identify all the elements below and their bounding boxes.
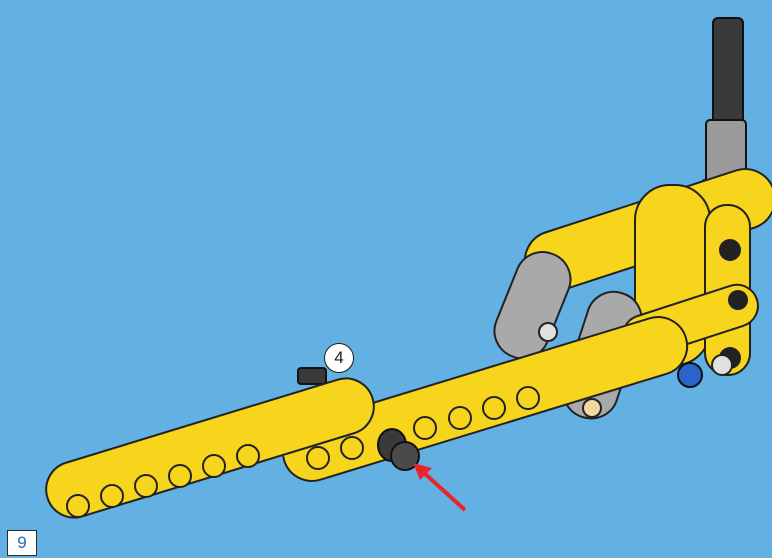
arrow-icon [413, 463, 465, 510]
quantity-callout: 4 [324, 343, 354, 373]
quantity-label: 4 [334, 348, 343, 368]
pin-icon [298, 368, 326, 384]
step-number: 9 [7, 530, 37, 556]
step-label: 9 [17, 533, 26, 553]
